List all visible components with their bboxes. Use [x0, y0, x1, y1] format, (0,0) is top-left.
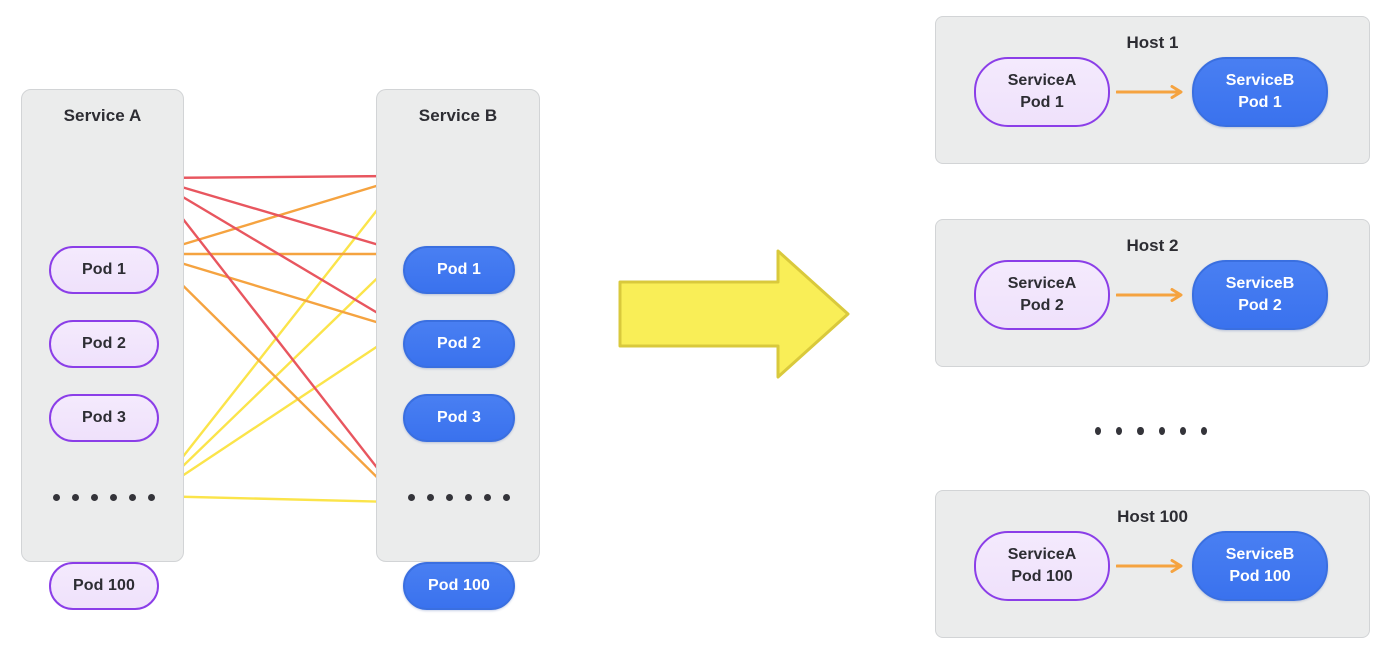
host-2-service-b-pod-line2: Pod 2	[1238, 297, 1282, 314]
host-100-service-b-pod[interactable]: ServiceB Pod 100	[1192, 531, 1328, 601]
host-1-service-a-pod[interactable]: ServiceA Pod 1	[974, 57, 1110, 127]
mesh-edges-from-pod-2	[150, 180, 396, 496]
host-1-service-b-pod-line2: Pod 1	[1238, 94, 1282, 111]
host-100-service-b-pod-line2: Pod 100	[1229, 568, 1291, 585]
host-100-service-a-pod-line2: Pod 100	[1011, 568, 1073, 585]
service-a-panel: Service A Pod 1 Pod 2 Pod 3 Pod 100	[21, 89, 184, 610]
host-100-service-b-pod-line1: ServiceB	[1225, 545, 1295, 563]
service-b-pod-1[interactable]: Pod 1	[403, 246, 515, 294]
mesh-edges-from-pod-1	[150, 176, 396, 492]
service-b-ellipsis	[403, 488, 515, 506]
mesh-edges-from-pod-100	[151, 186, 396, 502]
service-b-pod-2[interactable]: Pod 2	[403, 320, 515, 368]
host-2-service-b-pod-line1: ServiceB	[1225, 274, 1295, 292]
service-b-pod-3[interactable]: Pod 3	[403, 394, 515, 442]
host-title-2: Host 2	[1126, 236, 1179, 255]
host-1-service-b-pod-line1: ServiceB	[1225, 71, 1295, 89]
service-a-pod-2[interactable]: Pod 2	[49, 320, 159, 368]
service-b-title: Service B	[418, 106, 498, 125]
host-box-1: Host 1 ServiceA Pod 1 ServiceB Pod 1	[935, 16, 1370, 164]
host-2-service-a-pod[interactable]: ServiceA Pod 2	[974, 260, 1110, 330]
host-title-1: Host 1	[1126, 33, 1179, 52]
host-1-service-a-pod-line1: ServiceA	[1007, 71, 1077, 89]
host-2-arrow-icon	[1116, 288, 1183, 302]
service-b-pod-100[interactable]: Pod 100	[403, 562, 515, 610]
big-yellow-arrow-icon	[618, 249, 850, 379]
host-box-100: Host 100 ServiceA Pod 100 ServiceB Pod 1…	[935, 490, 1370, 638]
service-a-pod-3[interactable]: Pod 3	[49, 394, 159, 442]
service-a-pod-100[interactable]: Pod 100	[49, 562, 159, 610]
host-100-service-a-pod[interactable]: ServiceA Pod 100	[974, 531, 1110, 601]
service-a-ellipsis	[49, 488, 159, 506]
host-2-service-a-pod-line2: Pod 2	[1020, 297, 1064, 314]
host-100-arrow-icon	[1116, 559, 1183, 573]
host-2-service-a-pod-line1: ServiceA	[1007, 274, 1077, 292]
hosts-ellipsis	[1094, 420, 1208, 442]
host-2-service-b-pod[interactable]: ServiceB Pod 2	[1192, 260, 1328, 330]
service-a-pod-1[interactable]: Pod 1	[49, 246, 159, 294]
host-title-100: Host 100	[1117, 507, 1188, 526]
host-1-service-b-pod[interactable]: ServiceB Pod 1	[1192, 57, 1328, 127]
service-a-title: Service A	[63, 106, 142, 125]
host-box-2: Host 2 ServiceA Pod 2 ServiceB Pod 2	[935, 219, 1370, 367]
host-1-arrow-icon	[1116, 85, 1183, 99]
service-b-panel: Service B Pod 1 Pod 2 Pod 3 Pod 100	[376, 89, 540, 610]
host-100-service-a-pod-line1: ServiceA	[1007, 545, 1077, 563]
host-1-service-a-pod-line2: Pod 1	[1020, 94, 1064, 111]
